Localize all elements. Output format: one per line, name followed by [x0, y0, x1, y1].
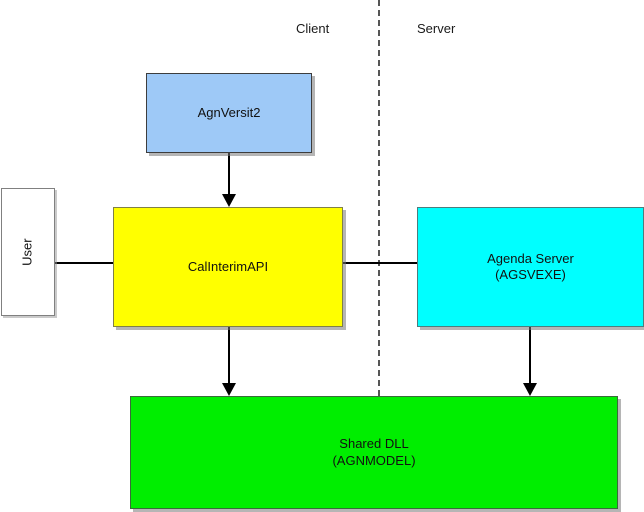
node-agnversit2[interactable]: AgnVersit2 — [146, 73, 312, 153]
zone-label-client: Client — [296, 21, 330, 36]
node-agendaserver[interactable]: Agenda Server (AGSVEXE) — [417, 207, 644, 327]
arrowhead-agnversit2-to-calinterimapi — [222, 194, 236, 207]
node-agnversit2-label: AgnVersit2 — [197, 104, 261, 120]
node-agendaserver-label: Agenda Server (AGSVEXE) — [487, 250, 574, 282]
connector-user-to-calinterimapi — [55, 262, 113, 264]
node-calinterimapi[interactable]: CalInterimAPI — [113, 207, 343, 327]
arrowhead-calinterimapi-to-shareddll — [222, 383, 236, 396]
connector-agnversit2-to-calinterimapi — [228, 153, 230, 196]
node-user[interactable]: User — [1, 188, 55, 316]
zone-label-server: Server — [417, 21, 456, 36]
node-shareddll[interactable]: Shared DLL (AGNMODEL) — [130, 396, 618, 509]
node-calinterimapi-label: CalInterimAPI — [187, 258, 269, 274]
node-shareddll-label: Shared DLL (AGNMODEL) — [332, 436, 416, 468]
connector-agendaserver-to-shareddll — [529, 327, 531, 383]
client-server-divider — [378, 0, 380, 396]
connector-calinterimapi-to-shareddll — [228, 327, 230, 383]
arrowhead-agendaserver-to-shareddll — [523, 383, 537, 396]
node-user-label: User — [19, 238, 35, 266]
connector-calinterimapi-to-agendaserver — [343, 262, 417, 264]
